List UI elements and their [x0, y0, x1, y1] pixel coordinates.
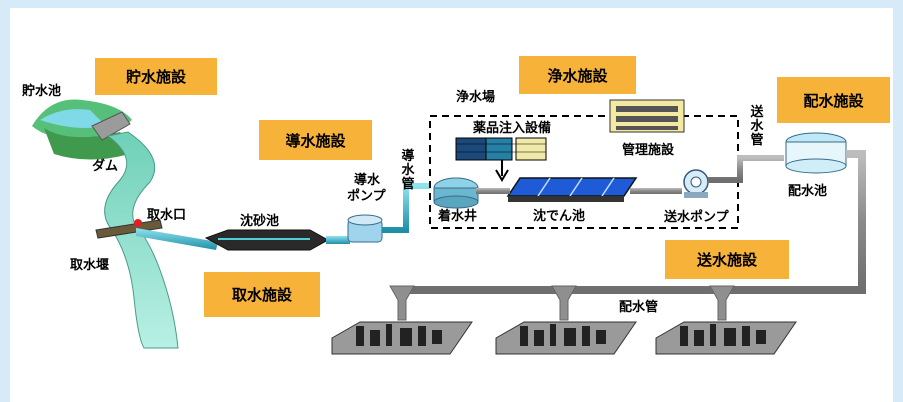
label-intake-weir: 取水堰: [70, 258, 110, 273]
label-distribution-pipe: 配水管: [619, 300, 659, 315]
facility-badge-purification: 浄水施設: [519, 56, 636, 94]
chemical-injection-tanks: [455, 137, 547, 161]
label-distribution-reservoir: 配水池: [788, 184, 828, 199]
transmission-pump: [683, 169, 709, 198]
facility-badge-conveyance: 導水施設: [259, 120, 372, 160]
facility-badge-distribution: 配水施設: [777, 77, 890, 123]
label-purification-plant: 浄水場: [456, 90, 496, 105]
label-sand-basin: 沈砂池: [240, 214, 280, 229]
distribution-reservoir: [785, 132, 847, 174]
management-building: [609, 99, 685, 133]
label-transmission-pipe: 送水管: [750, 105, 764, 148]
label-intake-gate: 取水口: [147, 208, 187, 223]
label-sedimentation: 沈でん池: [533, 209, 586, 224]
city-block-1: [331, 321, 473, 355]
water-system-drawing: [32, 99, 866, 355]
label-management: 管理施設: [622, 143, 675, 158]
intake-canal: [136, 228, 218, 250]
label-chemical-injection: 薬品注入設備: [473, 121, 552, 136]
diagram-canvas: 貯水施設 導水施設 浄水施設 配水施設 取水施設 送水施設 貯水池 ダム 取水口…: [10, 8, 893, 402]
facility-badge-intake: 取水施設: [204, 272, 320, 317]
label-reservoir: 貯水池: [22, 84, 62, 99]
facility-badge-storage: 貯水施設: [95, 58, 217, 95]
city-block-2: [495, 321, 637, 355]
distribution-branches: [389, 285, 735, 321]
label-receiving-well: 着水井: [438, 209, 478, 224]
facility-badge-transmission: 送水施設: [665, 240, 789, 279]
conveyance-pump: [347, 214, 383, 243]
receiving-well: [433, 177, 479, 209]
label-conveyance-pump-1: 導水: [354, 173, 381, 188]
label-transmission-pump: 送水ポンプ: [664, 210, 729, 225]
sedimentation-basin: [506, 177, 638, 202]
label-conveyance-pipe: 導水管: [401, 149, 415, 192]
intake-gate-marker: [134, 219, 142, 227]
injection-arrow-icon: [495, 160, 509, 182]
dam-structure: [91, 111, 131, 141]
label-conveyance-pump-2: ポンプ: [347, 189, 386, 204]
river: [104, 131, 179, 349]
city-block-3: [655, 321, 797, 355]
label-dam: ダム: [92, 159, 119, 174]
distribution-pipe: [396, 150, 866, 294]
